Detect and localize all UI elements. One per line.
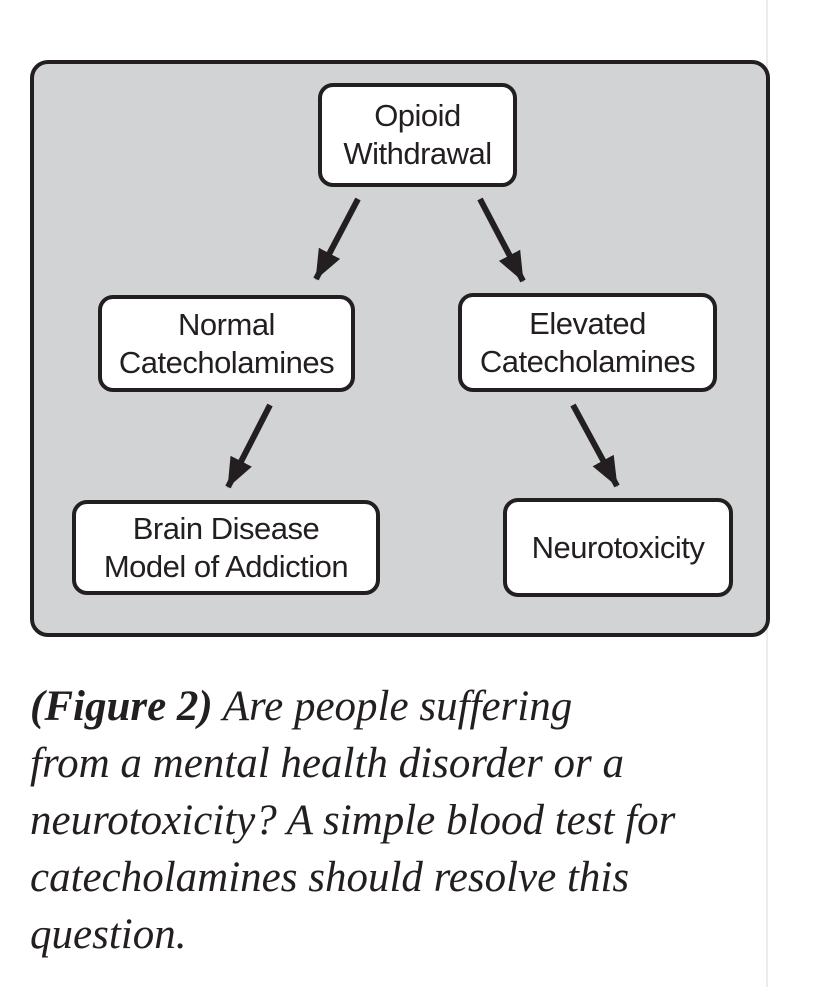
node-opioid-withdrawal: Opioid Withdrawal <box>318 83 517 187</box>
node-elevated-catecholamines: Elevated Catecholamines <box>458 293 717 392</box>
node-label-line: Normal <box>178 306 275 342</box>
node-brain-disease-model: Brain Disease Model of Addiction <box>72 500 380 595</box>
caption-line-2: from a mental health disorder or a <box>30 740 625 787</box>
node-label-line: Model of Addiction <box>103 548 349 584</box>
node-neurotoxicity: Neurotoxicity <box>503 498 733 597</box>
caption-line-1-text: Are people suffering <box>212 683 573 730</box>
node-label-line: Withdrawal <box>343 136 492 171</box>
node-label-line: Neurotoxicity <box>531 529 705 565</box>
figure-label: (Figure 2) <box>30 683 213 730</box>
figure-caption: (Figure 2) Are people suffering from a m… <box>30 678 770 963</box>
caption-line-1: (Figure 2) Are people suffering <box>30 678 770 735</box>
node-label-line: Catecholamines <box>118 344 335 380</box>
node-label-line: Opioid <box>374 98 461 133</box>
caption-line-4: catecholamines should resolve this <box>30 854 630 901</box>
caption-line-5: question. <box>30 911 187 958</box>
node-normal-catecholamines: Normal Catecholamines <box>98 295 355 392</box>
caption-line-3: neurotoxicity? A simple blood test for <box>30 797 676 844</box>
node-label-line: Brain Disease <box>132 510 320 546</box>
node-label-line: Catecholamines <box>479 343 696 379</box>
node-label-line: Elevated <box>529 305 646 341</box>
